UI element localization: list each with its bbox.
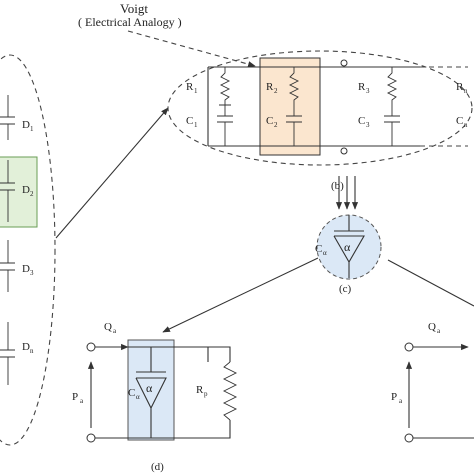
label-c1-sub: 1 <box>194 121 198 129</box>
label-c3-main: C <box>358 115 365 127</box>
panel-e-p-sub: a <box>399 397 403 405</box>
panel-c-alpha: α <box>344 240 351 254</box>
label-c2-main: C <box>266 115 273 127</box>
caption-c: (c) <box>339 283 352 295</box>
label-d2-sub: 2 <box>30 190 34 198</box>
label-d1-sub: 1 <box>30 125 34 133</box>
panel-c-c-sub: α <box>323 249 327 257</box>
label-r1-main: R <box>186 81 194 93</box>
resistor-r3 <box>386 67 398 105</box>
label-d2-main: D <box>22 184 30 196</box>
label-d1-main: D <box>22 119 30 131</box>
label-rn-main: R <box>456 81 464 93</box>
terminal-top <box>340 59 348 67</box>
panel-d-alpha: α <box>146 381 153 395</box>
label-c2-sub: 2 <box>274 121 278 129</box>
left-element-dn: D n <box>0 322 34 385</box>
label-cn-sub: n <box>464 121 468 129</box>
label-dn-main: D <box>22 341 30 353</box>
left-dashed-ellipse <box>0 54 56 446</box>
caption-b: (b) <box>331 180 344 192</box>
title-pointer-arrow <box>127 30 256 68</box>
label-r3-sub: 3 <box>366 87 370 95</box>
branch-1: R 1 C 1 <box>186 67 233 146</box>
resistor-rp <box>222 361 238 421</box>
panel-d-c-main: C <box>128 387 135 399</box>
left-element-d3: D 3 <box>0 240 34 292</box>
panel-d-q-main: Q <box>104 321 112 333</box>
arrow-left-to-b <box>55 107 169 239</box>
terminal-bottom <box>340 147 348 155</box>
label-r2-sub: 2 <box>274 87 278 95</box>
highlight-branch-2-box <box>259 57 321 156</box>
label-d3-main: D <box>22 263 30 275</box>
wire-d-right <box>208 346 231 362</box>
panel-c-c-main: C <box>315 243 322 255</box>
terminal-e-top <box>404 342 414 352</box>
arrow-c-to-d <box>162 257 319 333</box>
resistor-r2 <box>288 67 300 105</box>
voigt-title: Voigt <box>120 1 148 16</box>
panel-b-dashed-ellipse <box>167 50 473 166</box>
label-rn-sub: n <box>464 87 468 95</box>
branch-n: R n C n <box>456 81 468 129</box>
caption-d: (d) <box>151 461 164 473</box>
terminal-d-bottom <box>86 433 96 443</box>
label-r3-main: R <box>358 81 366 93</box>
label-r1-sub: 1 <box>194 87 198 95</box>
highlight-d2-box <box>0 156 38 228</box>
label-c3-sub: 3 <box>366 121 370 129</box>
wire-d-bottom <box>95 420 231 439</box>
panel-d-r-main: R <box>196 384 204 396</box>
label-r2-main: R <box>266 81 274 93</box>
capacitor-c1 <box>217 105 233 146</box>
panel-d-r-sub: p <box>204 390 208 398</box>
left-element-d2: D 2 <box>0 160 34 222</box>
panel-d-p-main: P <box>72 391 78 403</box>
branch-2: R 2 C 2 <box>266 67 302 146</box>
panel-d-c-sub: α <box>136 393 140 401</box>
fractional-element-c <box>333 215 365 278</box>
voigt-subtitle: ( Electrical Analogy ) <box>78 15 182 29</box>
arrow-c-to-e <box>387 259 474 307</box>
panel-e-p-main: P <box>391 391 397 403</box>
label-c1-main: C <box>186 115 193 127</box>
resistor-r1 <box>219 67 231 106</box>
label-d3-sub: 3 <box>30 269 34 277</box>
left-element-d1: D 1 <box>0 95 34 140</box>
panel-e-q-main: Q <box>428 321 436 333</box>
label-cn-main: C <box>456 115 463 127</box>
terminal-e-bottom <box>404 433 414 443</box>
label-dn-sub: n <box>30 347 34 355</box>
panel-e-q-sub: a <box>437 327 441 335</box>
panel-d-q-sub: a <box>113 327 117 335</box>
fractional-element-d <box>135 347 167 438</box>
triple-arrow-down <box>335 176 359 210</box>
branch-3: R 3 C 3 <box>358 67 400 146</box>
capacitor-c2 <box>286 105 302 146</box>
capacitor-c3 <box>384 105 400 146</box>
panel-d-p-sub: a <box>80 397 84 405</box>
terminal-d-top <box>86 342 96 352</box>
